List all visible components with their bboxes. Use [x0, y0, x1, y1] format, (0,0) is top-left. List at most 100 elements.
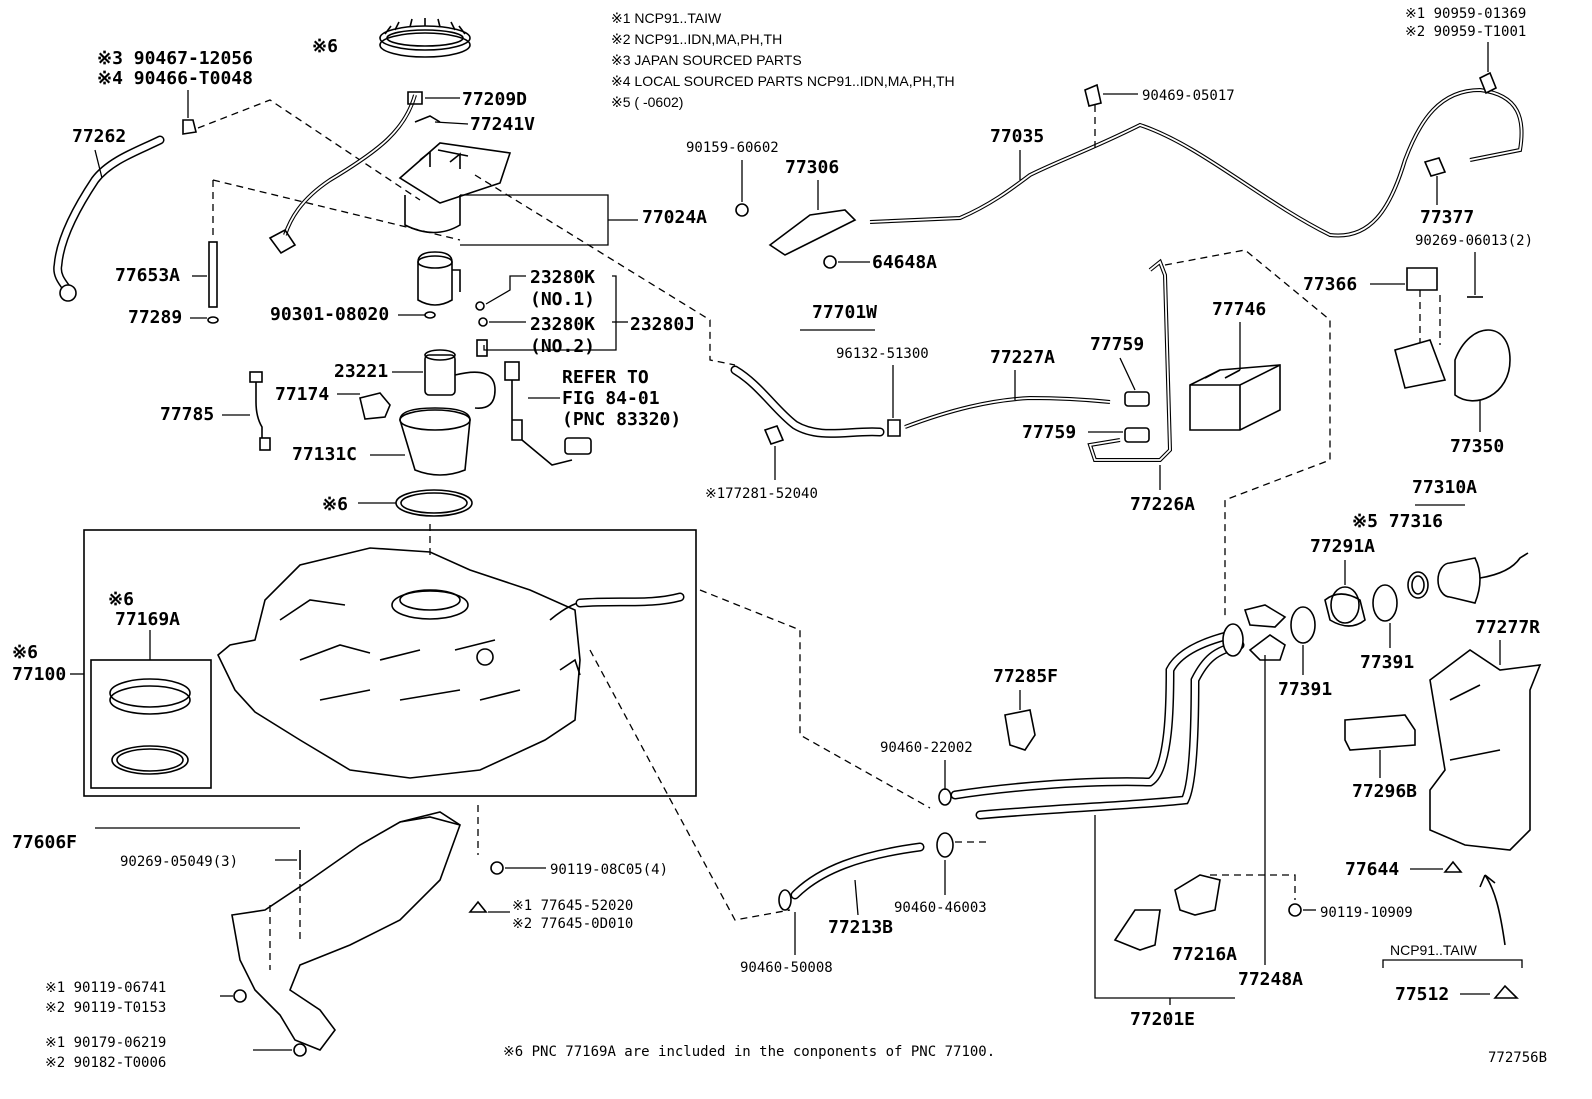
label-90119-10909: 90119-10909 — [1320, 905, 1413, 921]
label-90466: ※4 90466-T0048 — [97, 68, 253, 89]
label-77606F: 77606F — [12, 832, 77, 853]
part-77201E-filler-pipe — [950, 604, 1287, 820]
label-77035: 77035 — [990, 126, 1044, 147]
label-77316: ※5 77316 — [1352, 511, 1443, 532]
label-77169A: 77169A — [115, 609, 180, 630]
label-77746: 77746 — [1212, 299, 1266, 320]
inset-ring-parts — [109, 678, 191, 775]
tank-frame — [83, 529, 697, 797]
label-ring6: ※6 — [322, 494, 348, 515]
note-2: ※2 NCP91..IDN,MA,PH,TH — [611, 31, 782, 47]
part-77035-cable — [869, 71, 1524, 238]
label-ncp-taiw: NCP91..TAIW — [1390, 942, 1478, 958]
label-77512: 77512 — [1395, 984, 1449, 1005]
label-77645-1: ※1 77645-52020 — [512, 898, 633, 914]
label-77277R: 77277R — [1475, 617, 1540, 638]
label-90469: 90469-05017 — [1142, 88, 1235, 104]
label-90119-08C05: 90119-08C05(4) — [550, 862, 668, 878]
label-90179: ※1 90179-06219 — [45, 1035, 166, 1051]
note-4: ※4 LOCAL SOURCED PARTS NCP91..IDN,MA,PH,… — [611, 73, 955, 89]
label-90182: ※2 90182-T0006 — [45, 1055, 166, 1071]
label-177281: ※177281-52040 — [705, 486, 818, 502]
label-77759b: 77759 — [1022, 422, 1076, 443]
part-77391-ring-b — [1372, 584, 1398, 622]
label-77653A: 77653A — [115, 265, 180, 286]
label-64648A: 64648A — [872, 252, 937, 273]
part-77226A-tube — [1087, 258, 1173, 462]
part-77131C-cup — [399, 407, 471, 476]
part-77785-wire — [249, 371, 271, 451]
part-77174-bracket — [359, 392, 391, 420]
label-77131C: 77131C — [292, 444, 357, 465]
label-23280K-2: 23280K — [530, 314, 595, 335]
label-77213B: 77213B — [828, 917, 893, 938]
part-23221-pump — [424, 349, 496, 409]
label-77201E: 77201E — [1130, 1009, 1195, 1030]
label-77216A: 77216A — [1172, 944, 1237, 965]
label-77100: 77100 — [12, 664, 66, 685]
label-90460-50008: 90460-50008 — [740, 960, 833, 976]
label-90269-06013: 90269-06013(2) — [1415, 233, 1533, 249]
label-77024A: 77024A — [642, 207, 707, 228]
label-90269-05049: 90269-05049(3) — [120, 854, 238, 870]
tank-inset-frame — [90, 659, 212, 789]
figure-id: 772756B — [1488, 1050, 1547, 1066]
part-77216A-clamp — [1113, 874, 1221, 951]
label-tank-6: ※6 — [12, 642, 38, 663]
part-fuel-sender — [504, 361, 592, 466]
part-77262-hose — [53, 119, 197, 302]
label-90119-06741: ※1 90119-06741 — [45, 980, 166, 996]
label-77285F: 77285F — [993, 666, 1058, 687]
label-77391a: 77391 — [1278, 679, 1332, 700]
label-refer-3: (PNC 83320) — [562, 409, 681, 430]
label-77701W: 77701W — [812, 302, 877, 323]
label-77645-2: ※2 77645-0D010 — [512, 916, 633, 932]
label-77289: 77289 — [128, 307, 182, 328]
label-77785: 77785 — [160, 404, 214, 425]
label-no1: (NO.1) — [530, 289, 595, 310]
gasket-ring — [395, 489, 473, 517]
part-77213B-hose — [778, 832, 954, 911]
part-77391-ring-a — [1290, 606, 1316, 644]
label-77310A: 77310A — [1412, 477, 1477, 498]
part-77746-canister — [1189, 364, 1281, 431]
label-77248A: 77248A — [1238, 969, 1303, 990]
part-77350-fuel-lid — [1394, 329, 1511, 402]
fuel-tank — [217, 547, 601, 779]
label-23221: 23221 — [334, 361, 388, 382]
label-77226A: 77226A — [1130, 494, 1195, 515]
label-23280K-1: 23280K — [530, 267, 595, 288]
label-refer-2: FIG 84-01 — [562, 388, 660, 409]
part-77606F-protector — [231, 811, 461, 1051]
label-77350: 77350 — [1450, 436, 1504, 457]
label-77306: 77306 — [785, 157, 839, 178]
label-77366: 77366 — [1303, 274, 1357, 295]
note-3: ※3 JAPAN SOURCED PARTS — [611, 52, 802, 68]
label-77262: 77262 — [72, 126, 126, 147]
label-90959-1: ※1 90959-01369 — [1405, 6, 1526, 22]
part-77316-gasket — [1407, 571, 1429, 599]
label-77296B: 77296B — [1352, 781, 1417, 802]
part-77701W-hose — [730, 365, 901, 445]
part-77306-opener — [735, 203, 857, 269]
part-77310A-cap — [1437, 552, 1529, 604]
part-77277R-protector — [1429, 649, 1542, 851]
part-77291A-neck — [1324, 586, 1366, 627]
label-90460-46003: 90460-46003 — [894, 900, 987, 916]
label-90959-2: ※2 90959-T1001 — [1405, 24, 1526, 40]
label-77377: 77377 — [1420, 207, 1474, 228]
label-ring6-top: ※6 — [312, 36, 338, 57]
label-77291A: 77291A — [1310, 536, 1375, 557]
label-no2: (NO.2) — [530, 336, 595, 357]
label-90159: 90159-60602 — [686, 140, 779, 156]
label-77644: 77644 — [1345, 859, 1399, 880]
label-inset-6: ※6 — [108, 589, 134, 610]
part-77653A-rod — [207, 241, 219, 324]
label-77241V: 77241V — [470, 114, 535, 135]
label-90119-T0153: ※2 90119-T0153 — [45, 1000, 166, 1016]
lock-ring-top — [379, 18, 471, 58]
label-77174: 77174 — [275, 384, 329, 405]
label-77391b: 77391 — [1360, 652, 1414, 673]
footer-note: ※6 PNC 77169A are included in the conpon… — [503, 1044, 995, 1060]
